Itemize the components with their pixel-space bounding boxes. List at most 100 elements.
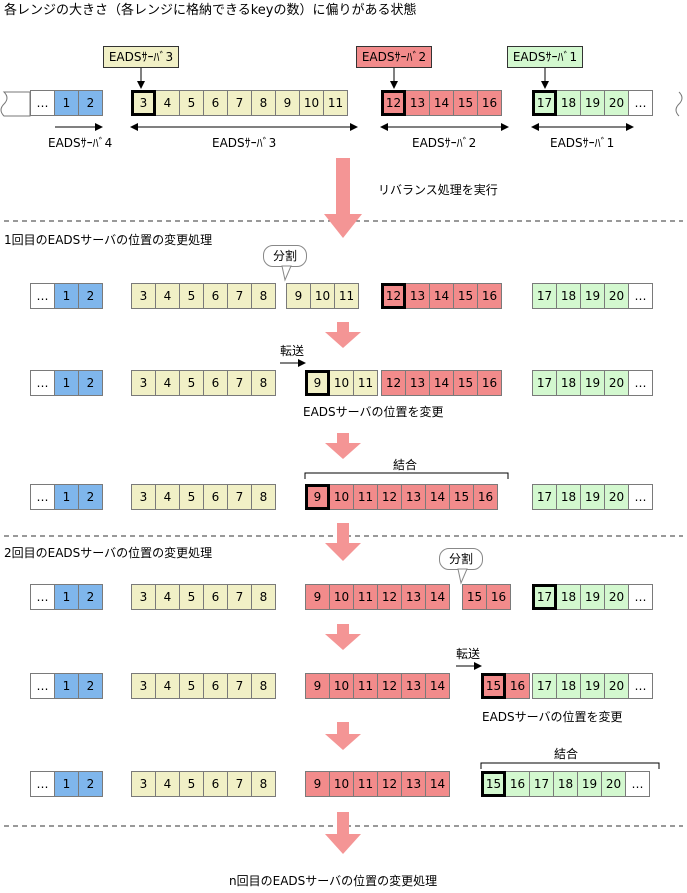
server1-callout: EADSｻｰﾊﾞ1 xyxy=(507,46,583,68)
range-cell: 4 xyxy=(155,673,180,699)
range-cell: 19 xyxy=(580,370,605,396)
ellipsis-cell: … xyxy=(628,370,653,396)
ellipsis-cell: … xyxy=(30,771,55,797)
ellipsis-cell: … xyxy=(30,584,55,610)
server-position-marker xyxy=(381,90,406,116)
range-cell: 19 xyxy=(580,584,605,610)
range-cell: 6 xyxy=(203,90,228,116)
diagram-title: 各レンジの大きさ（各レンジに格納できるkeyの数）に偏りがある状態 xyxy=(4,3,417,18)
ellipsis-cell: … xyxy=(30,673,55,699)
range-cell: 8 xyxy=(251,584,276,610)
range-cell: 19 xyxy=(580,90,605,116)
range-cell: 9 xyxy=(275,90,300,116)
range-cell: 13 xyxy=(401,584,426,610)
range-cell: 7 xyxy=(227,90,252,116)
range-cell: 8 xyxy=(251,283,276,309)
range-cell: 17 xyxy=(532,370,557,396)
range-cell: 11 xyxy=(323,90,348,116)
range-cell: 2 xyxy=(78,673,103,699)
range-cell: 16 xyxy=(505,673,530,699)
ellipsis-cell: … xyxy=(628,283,653,309)
range-cell: 16 xyxy=(486,584,511,610)
down-arrow-5 xyxy=(325,624,361,650)
range-cell: 7 xyxy=(227,283,252,309)
merge-label-2: 結合 xyxy=(554,747,579,761)
server-position-marker xyxy=(131,90,156,116)
server-position-marker xyxy=(481,771,506,797)
range-cell: 4 xyxy=(155,584,180,610)
range-cell: 10 xyxy=(310,283,335,309)
range-cell: 7 xyxy=(227,673,252,699)
ellipsis-cell: … xyxy=(625,771,650,797)
range-cell: 14 xyxy=(429,370,454,396)
range-cell: 11 xyxy=(334,283,359,309)
range-cell: 1 xyxy=(54,370,79,396)
range-cell: 5 xyxy=(179,673,204,699)
merge-bracket-2 xyxy=(480,762,660,769)
transfer-label-2: 転送 xyxy=(456,647,481,661)
range-cell: 16 xyxy=(473,484,498,510)
range-cell: 1 xyxy=(54,90,79,116)
big-down-arrow-1 xyxy=(324,158,362,238)
range-cell: 13 xyxy=(405,90,430,116)
range-cell: 18 xyxy=(556,484,581,510)
range-cell: 13 xyxy=(401,771,426,797)
range-cell: 14 xyxy=(429,283,454,309)
range-cell: 1 xyxy=(54,673,79,699)
range-cell: 12 xyxy=(377,771,402,797)
merge-bracket-1 xyxy=(304,472,509,479)
range-cell: 10 xyxy=(329,484,354,510)
range-cell: 17 xyxy=(529,771,554,797)
range-cell: 16 xyxy=(477,370,502,396)
transfer-label-1: 転送 xyxy=(280,344,305,358)
range-cell: 20 xyxy=(604,584,629,610)
range-cell: 6 xyxy=(203,673,228,699)
range-cell: 5 xyxy=(179,283,204,309)
range-cell: 10 xyxy=(299,90,324,116)
range-cell: 20 xyxy=(604,484,629,510)
range-cell: 4 xyxy=(155,484,180,510)
server-position-marker xyxy=(532,90,557,116)
range-cell: 8 xyxy=(251,771,276,797)
down-arrows xyxy=(324,158,362,854)
range-cell: 14 xyxy=(425,484,450,510)
split-bubble-1: 分割 xyxy=(263,245,307,267)
server-position-marker xyxy=(305,370,330,396)
range-cell: 16 xyxy=(477,90,502,116)
merge-label-1: 結合 xyxy=(393,458,418,472)
move-label-1: EADSサーバの位置を変更 xyxy=(303,405,444,419)
range-cell: 5 xyxy=(179,370,204,396)
ellipsis-cell: … xyxy=(628,673,653,699)
range-cell: 7 xyxy=(227,771,252,797)
range-cell: 2 xyxy=(78,584,103,610)
range-cell: 18 xyxy=(556,584,581,610)
range-cell: 4 xyxy=(155,771,180,797)
range-cell: 14 xyxy=(425,584,450,610)
range-cell: 12 xyxy=(377,673,402,699)
range-cell: 20 xyxy=(604,90,629,116)
server2-callout: EADSｻｰﾊﾞ2 xyxy=(356,46,432,68)
range-cell: 1 xyxy=(54,771,79,797)
server3-range-label: EADSｻｰﾊﾞ3 xyxy=(212,136,277,150)
range-cell: 8 xyxy=(251,370,276,396)
ellipsis-cell: … xyxy=(30,90,55,116)
server-position-marker xyxy=(305,484,330,510)
range-cell: 15 xyxy=(453,90,478,116)
range-cell: 8 xyxy=(251,90,276,116)
range-cell: 8 xyxy=(251,673,276,699)
split-bubble-tail-2 xyxy=(457,568,468,585)
down-arrow-6 xyxy=(325,722,361,750)
ellipsis-cell: … xyxy=(30,484,55,510)
range-cell: 10 xyxy=(329,673,354,699)
range-cell: 12 xyxy=(381,370,406,396)
down-arrow-3 xyxy=(325,433,361,459)
range-cell: 1 xyxy=(54,283,79,309)
round1-heading: 1回目のEADSサーバの位置の変更処理 xyxy=(4,233,213,247)
range-cell: 19 xyxy=(577,771,602,797)
